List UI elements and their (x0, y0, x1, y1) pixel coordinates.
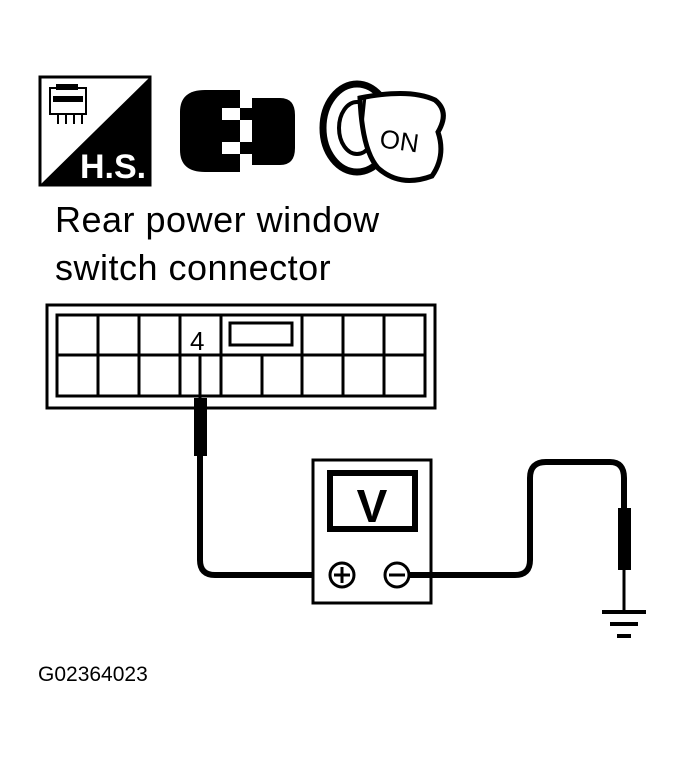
pin-4-label: 4 (190, 326, 204, 356)
positive-terminal-icon (328, 561, 356, 589)
figure-id: G02364023 (38, 663, 148, 686)
positive-lead-wire (197, 456, 330, 578)
rear-power-window-switch-connector: 4 (45, 303, 437, 410)
positive-probe (194, 355, 330, 578)
voltmeter-display (327, 470, 418, 532)
negative-lead (409, 459, 631, 612)
harness-side-label: H.S. (80, 148, 146, 186)
connector-title-line-1: Rear power window (55, 199, 380, 240)
connector-lock-tab (228, 321, 294, 347)
ground-icon (602, 610, 646, 638)
connector-title-line-2: switch connector (55, 247, 332, 288)
mini-connector-icon (49, 84, 87, 124)
negative-terminal-icon (383, 561, 411, 589)
voltmeter: V (311, 458, 433, 605)
voltmeter-symbol: V (357, 480, 388, 532)
disconnect-connector-icon (180, 90, 295, 172)
ignition-switch-icon: ON (319, 80, 446, 183)
harness-side-icon: H.S. (38, 75, 152, 187)
negative-lead-wire (409, 459, 627, 578)
ignition-on-label: ON (378, 123, 421, 158)
